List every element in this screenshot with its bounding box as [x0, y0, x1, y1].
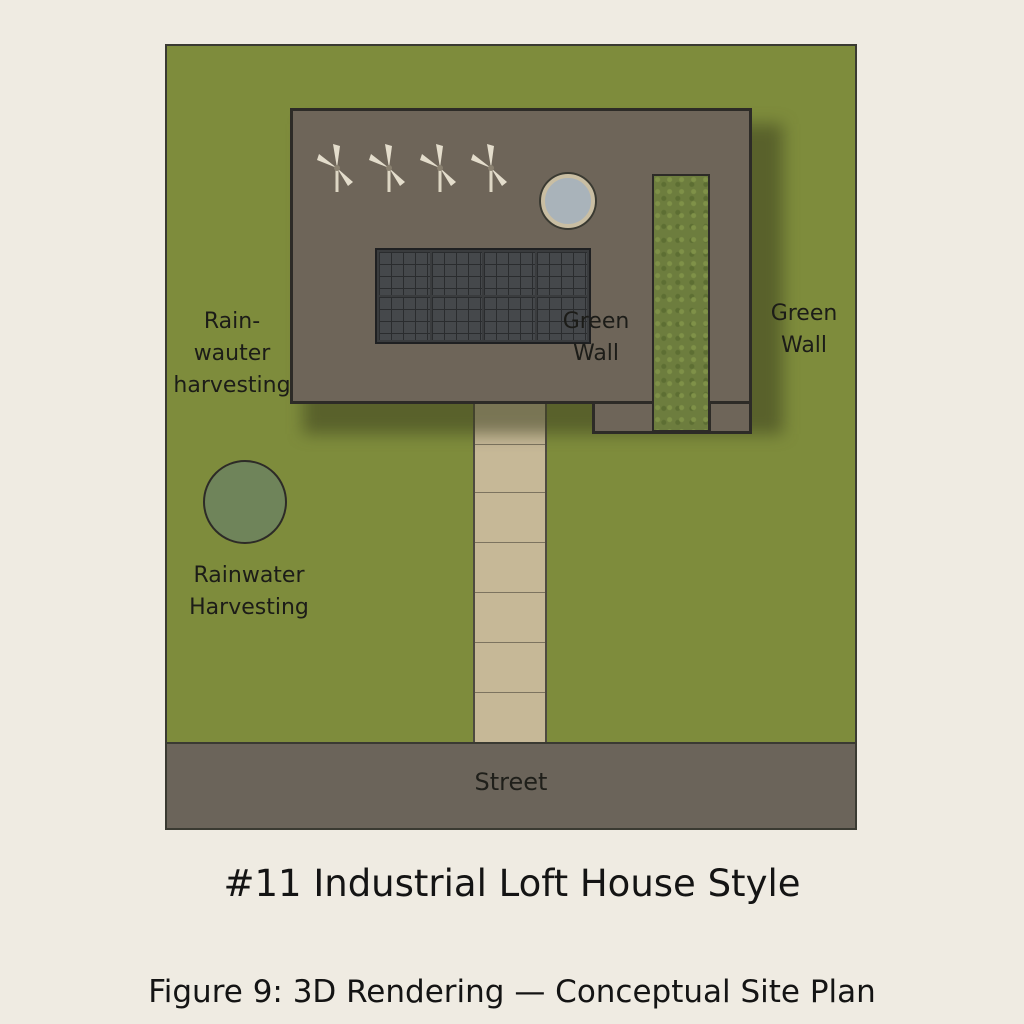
figure-caption: Figure 9: 3D Rendering — Conceptual Site… [148, 974, 876, 1010]
rainwater-roof-label: Rain- wauter harvesting [173, 309, 291, 398]
page-title: #11 Industrial Loft House Style [223, 862, 801, 905]
wind-turbine-icon [469, 140, 513, 196]
rainwater-tank [203, 460, 287, 544]
green-wall-strip [652, 174, 710, 432]
wind-turbine-icon [418, 140, 462, 196]
walkway [473, 402, 547, 746]
green-wall-roof-label: Green Wall [562, 309, 630, 366]
green-wall-side-label: Green Wall [770, 301, 838, 358]
solar-panel-array [375, 248, 591, 344]
skylight-icon [541, 174, 595, 228]
site-plan: Green Wall Green Wall Rain- wauter harve… [165, 44, 857, 830]
wind-turbine-icon [315, 140, 359, 196]
street: Street [167, 742, 855, 828]
wind-turbine-icon [367, 140, 411, 196]
street-label: Street [474, 768, 548, 796]
rainwater-ground-label: Rainwater Harvesting [189, 563, 309, 620]
